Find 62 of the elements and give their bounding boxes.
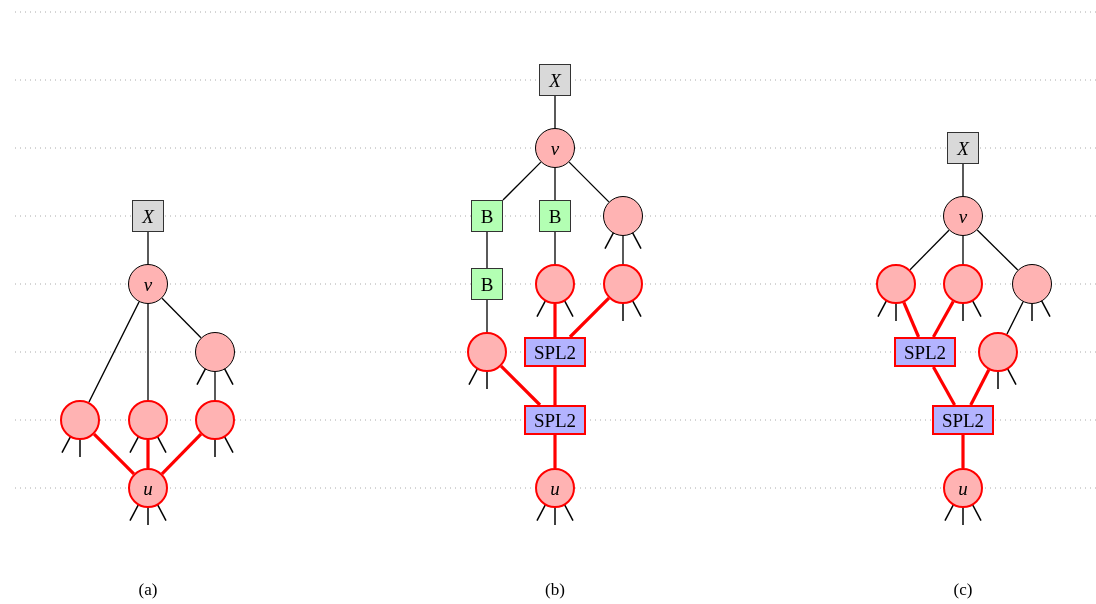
subfigure-caption: (c) xyxy=(953,580,973,600)
label-box: SPL2 xyxy=(524,405,586,435)
edge-line xyxy=(976,229,1019,271)
edge-line xyxy=(553,304,557,337)
label-box: X xyxy=(539,64,571,96)
edge-line xyxy=(1006,301,1024,335)
edge-line xyxy=(160,433,203,475)
edge-line xyxy=(622,235,624,265)
edge-line xyxy=(147,231,149,265)
edge-line xyxy=(554,167,556,201)
vertex-circle xyxy=(876,264,916,304)
edge-line xyxy=(88,301,140,403)
label-box: B xyxy=(539,200,571,232)
vertex-circle: u xyxy=(128,468,168,508)
vertex-circle xyxy=(195,332,235,372)
edge-line xyxy=(147,303,149,401)
vertex-circle xyxy=(128,400,168,440)
vertex-circle xyxy=(978,332,1018,372)
vertex-circle xyxy=(535,264,575,304)
edge-line xyxy=(146,440,150,468)
edge-line xyxy=(969,369,991,406)
edge-line xyxy=(568,161,610,203)
edge-line xyxy=(486,299,488,333)
label-box: SPL2 xyxy=(524,337,586,367)
edge-line xyxy=(214,371,216,401)
label-box: SPL2 xyxy=(894,337,956,367)
label-box: B xyxy=(471,268,503,300)
vertex-circle xyxy=(603,264,643,304)
vertex-circle: v xyxy=(128,264,168,304)
edge-line xyxy=(93,433,135,475)
edge-line xyxy=(502,161,542,201)
edge-line xyxy=(962,235,964,265)
edge-line xyxy=(932,300,955,338)
label-box: SPL2 xyxy=(932,405,994,435)
edge-line xyxy=(486,231,488,269)
edge-line xyxy=(553,367,557,405)
label-box: X xyxy=(947,132,979,164)
vertex-circle xyxy=(1012,264,1052,304)
subfigure-caption: (a) xyxy=(138,580,158,600)
vertex-circle: v xyxy=(535,128,575,168)
vertex-circle xyxy=(943,264,983,304)
edge-line xyxy=(962,163,964,197)
edge-line xyxy=(902,301,921,338)
label-box: B xyxy=(471,200,503,232)
vertex-circle xyxy=(195,400,235,440)
edge-line xyxy=(932,366,956,406)
subfigure-caption: (b) xyxy=(545,580,565,600)
vertex-circle xyxy=(467,332,507,372)
vertex-circle: u xyxy=(943,468,983,508)
edge-line xyxy=(909,229,950,271)
edge-line xyxy=(500,365,542,407)
label-box: X xyxy=(132,200,164,232)
edge-line xyxy=(961,435,965,468)
vertex-circle xyxy=(603,196,643,236)
edge-line xyxy=(161,297,202,339)
edge-line xyxy=(554,231,556,265)
edge-line xyxy=(568,297,610,339)
vertex-circle: v xyxy=(943,196,983,236)
vertex-circle: u xyxy=(535,468,575,508)
edge-line xyxy=(553,435,557,468)
vertex-circle xyxy=(60,400,100,440)
edge-line xyxy=(554,95,556,129)
